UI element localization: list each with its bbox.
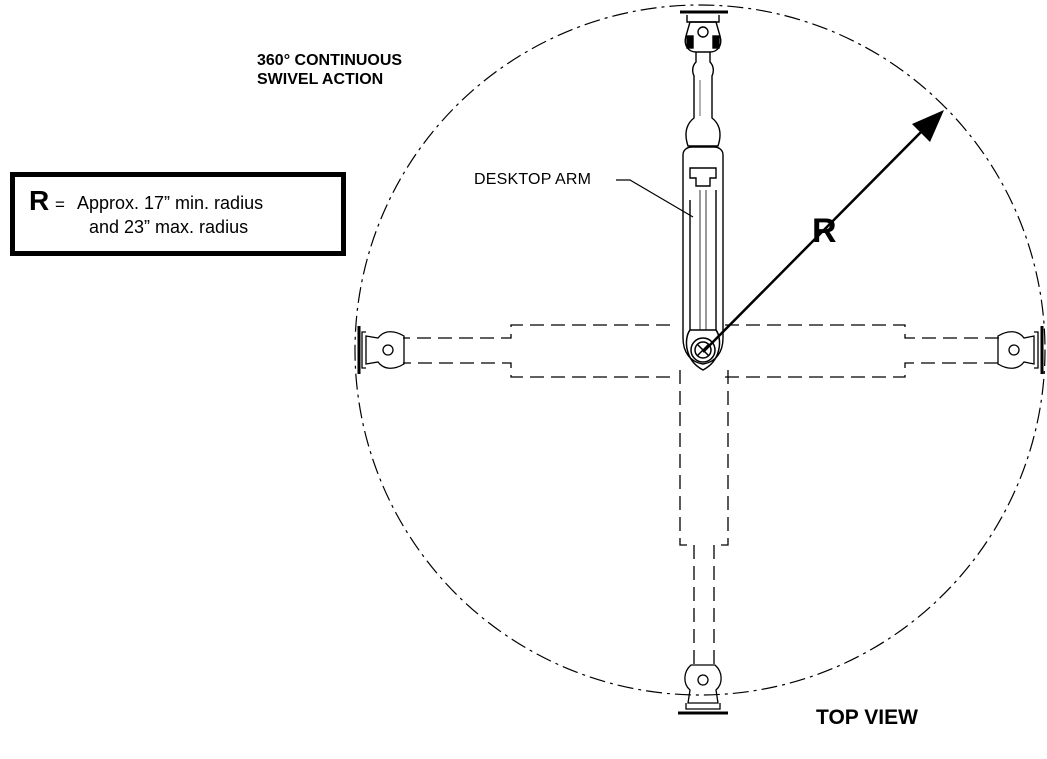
arm-position-right (725, 324, 1000, 378)
monitor-mount-bottom (678, 664, 728, 715)
legend-min-radius-text: Approx. 17” min. radius (77, 193, 264, 213)
desktop-arm-leader (616, 179, 694, 218)
legend-max-radius-text: and 23” max. radius (89, 217, 249, 237)
monitor-mount-top (680, 10, 728, 53)
legend-radius-symbol: R (29, 185, 50, 216)
legend-equals-sign: = (55, 195, 65, 214)
radius-arrow-line (702, 129, 924, 353)
radius-legend-box: R = Approx. 17” min. radius and 23” max.… (10, 172, 346, 256)
swivel-range-circle (354, 4, 1046, 696)
radius-symbol-label: R (812, 212, 837, 250)
swivel-label-line-2: SWIVEL ACTION (257, 71, 384, 88)
desktop-arm-upper-link (685, 52, 721, 147)
arm-position-left (403, 324, 670, 378)
desktop-arm-label: DESKTOP ARM (474, 171, 592, 188)
swivel-label-line-1: 360° CONTINUOUS (257, 52, 403, 69)
radius-arrowhead (912, 110, 944, 142)
swivel-action-label: 360° CONTINUOUS SWIVEL ACTION (257, 51, 402, 89)
arm-position-bottom (679, 370, 729, 665)
view-title: TOP VIEW (816, 706, 918, 729)
monitor-mount-left (357, 326, 405, 374)
monitor-mount-right (997, 326, 1044, 374)
